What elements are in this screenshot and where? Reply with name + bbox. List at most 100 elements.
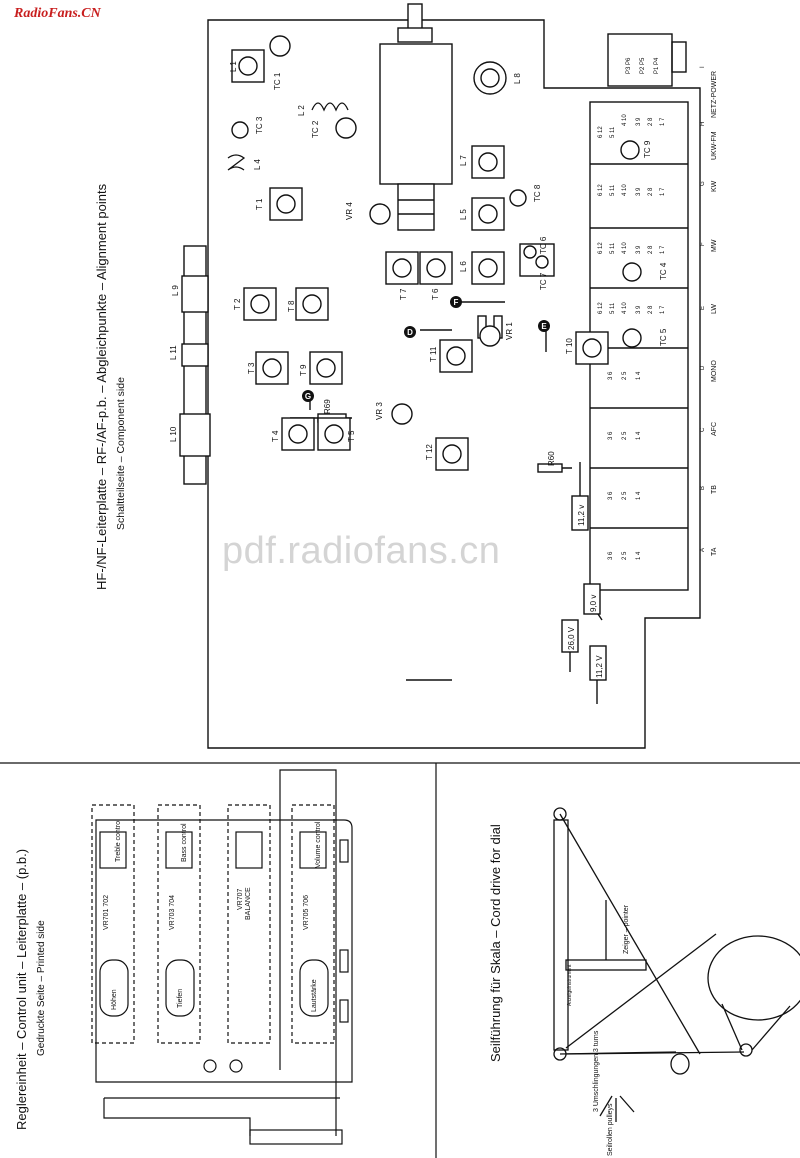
label-t11: T 11 — [429, 346, 438, 362]
switch-kw-key: G — [700, 181, 706, 186]
watermark: pdf.radiofans.cn — [222, 530, 501, 572]
svg-text:2 5: 2 5 — [622, 431, 628, 440]
label-l6: L 6 — [459, 261, 468, 272]
label-tc2: TC 2 — [311, 120, 320, 138]
control-label-tiefen: Tiefen — [177, 989, 184, 1008]
switch-ta-key: A — [700, 548, 706, 552]
switch-ta-label: TA — [711, 547, 718, 556]
svg-text:3 9: 3 9 — [636, 187, 642, 196]
svg-text:5 11: 5 11 — [610, 302, 616, 314]
svg-text:1 7: 1 7 — [660, 117, 666, 126]
label-tc3: TC 3 — [255, 116, 264, 134]
svg-text:5 11: 5 11 — [610, 126, 616, 138]
switch-tb-key: B — [700, 486, 706, 490]
cord-drive-block: Anzeigeinstrument — [567, 964, 573, 1006]
switch-netz-key: I — [700, 66, 706, 68]
svg-text:2 8: 2 8 — [648, 245, 654, 254]
tuning-capacitor — [379, 43, 453, 185]
svg-text:2 8: 2 8 — [648, 187, 654, 196]
switch-tb-label: TB — [711, 485, 718, 494]
svg-text:P3 P6: P3 P6 — [626, 57, 632, 74]
label-tc1: TC 1 — [273, 72, 282, 90]
control-unit-pcb — [95, 819, 353, 1083]
contacts-ta: 3 6 2 5 1 4 — [608, 551, 642, 560]
label-l11: L 11 — [169, 345, 178, 360]
main-pcb-outline — [207, 19, 701, 749]
svg-text:2 5: 2 5 — [622, 371, 628, 380]
control-unit-subtitle: Gedruckte Seite – Printed side — [36, 920, 47, 1056]
svg-text:4 10: 4 10 — [622, 114, 628, 126]
pot-label-3: VR707 — [237, 888, 244, 910]
label-t8: T 8 — [287, 300, 296, 312]
svg-text:3 9: 3 9 — [636, 305, 642, 314]
label-t10: T 10 — [565, 338, 574, 354]
label-l8: L 8 — [513, 73, 522, 84]
label-tc5: TC 5 — [659, 328, 668, 346]
cord-drive-turns: 3 Umschlingungen 3 turns — [593, 1030, 600, 1112]
switch-kw-label: KW — [711, 180, 718, 192]
switch-mw-label: MW — [711, 239, 718, 252]
svg-text:6 12: 6 12 — [598, 302, 604, 314]
point-d: D — [407, 328, 413, 337]
svg-text:1 4: 1 4 — [636, 491, 642, 500]
svg-text:1 4: 1 4 — [636, 371, 642, 380]
label-tc6: TC 6 — [539, 236, 548, 254]
switch-afc-key: C — [700, 427, 706, 432]
switch-lw-key: E — [700, 306, 706, 310]
contacts-power: P3 P6 P2 P5 P1 P4 — [626, 57, 660, 74]
svg-text:1 7: 1 7 — [660, 187, 666, 196]
main-pcb-subtitle: Schaltteilseite – Component side — [115, 377, 127, 530]
control-label-volume: Volume control — [315, 821, 322, 868]
label-tc4: TC 4 — [659, 262, 668, 280]
switch-afc-label: AFC — [711, 422, 718, 436]
control-unit-title: Reglereinheit – Control unit – Leiterpla… — [14, 849, 29, 1130]
switch-mono-key: D — [700, 365, 706, 370]
svg-text:6 12: 6 12 — [598, 184, 604, 196]
svg-text:P1 P4: P1 P4 — [654, 57, 660, 74]
control-label-treble: Treble control — [115, 819, 122, 862]
svg-text:6 12: 6 12 — [598, 126, 604, 138]
pot-label-4: VR705 706 — [303, 895, 310, 930]
voltage-2: 9,0 v — [589, 595, 598, 612]
cord-drive-pointer: Zeiger – pointer — [623, 904, 630, 954]
cord-drive-title: Seilführung für Skala – Cord drive for d… — [488, 824, 503, 1062]
label-l2: L 2 — [297, 105, 306, 116]
svg-text:3 9: 3 9 — [636, 245, 642, 254]
cord-drive-pulleys: Seilrollen pulleys — [607, 1103, 614, 1156]
label-tc9: TC 9 — [643, 140, 652, 158]
svg-text:1 7: 1 7 — [660, 245, 666, 254]
control-label-hoehen: Höhen — [111, 989, 118, 1010]
switch-lw-label: LW — [711, 304, 718, 314]
pot-label-2: VR703 704 — [169, 895, 176, 930]
point-g: G — [305, 392, 311, 401]
pot-label-1: VR701 702 — [103, 895, 110, 930]
switch-ukw-key: H — [700, 122, 706, 126]
svg-text:P2 P5: P2 P5 — [640, 57, 646, 74]
switch-netz-label: NETZ-POWER — [711, 71, 718, 118]
label-vr4: VR 4 — [345, 202, 354, 220]
svg-text:2 8: 2 8 — [648, 305, 654, 314]
label-l1: L 1 — [229, 61, 238, 72]
svg-text:1 4: 1 4 — [636, 551, 642, 560]
svg-text:2 5: 2 5 — [622, 491, 628, 500]
svg-text:1 4: 1 4 — [636, 431, 642, 440]
svg-text:3 6: 3 6 — [608, 491, 614, 500]
label-l4: L 4 — [253, 159, 262, 170]
switch-mono-label: MONO — [711, 360, 718, 382]
contacts-ukw: 6 12 5 11 4 10 3 9 2 8 1 7 — [598, 114, 666, 138]
label-t6: T 6 — [431, 288, 440, 300]
svg-text:6 12: 6 12 — [598, 242, 604, 254]
label-l10: L 10 — [169, 426, 178, 442]
svg-text:4 10: 4 10 — [622, 184, 628, 196]
voltage-4: 11,2 V — [595, 655, 604, 678]
control-label-bass: Bass control — [181, 823, 188, 862]
label-l7: L 7 — [459, 155, 468, 166]
label-vr1: VR 1 — [505, 322, 514, 340]
label-t12: T 12 — [425, 444, 434, 460]
contacts-tb: 3 6 2 5 1 4 — [608, 491, 642, 500]
svg-text:5 11: 5 11 — [610, 242, 616, 254]
control-label-balance: BALANCE — [245, 887, 252, 920]
point-f: F — [454, 298, 459, 307]
svg-text:3 6: 3 6 — [608, 371, 614, 380]
